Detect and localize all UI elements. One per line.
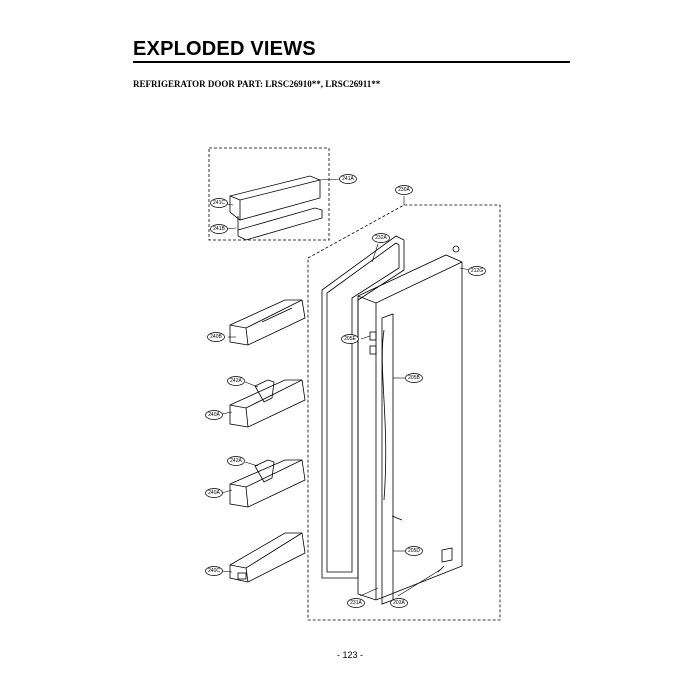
callout-label: 205E (344, 336, 356, 342)
callout-label: 203A (393, 600, 405, 606)
callout-bubble (210, 198, 228, 208)
callout-240b: 240B (207, 332, 225, 342)
callout-240a1: 240A (205, 410, 223, 420)
door-gasket (321, 235, 405, 579)
page-subtitle: REFRIGERATOR DOOR PART: LRSC26910**, LRS… (133, 79, 381, 89)
door-frame-outline (307, 204, 501, 621)
callout-bubble (341, 334, 359, 344)
callout-label: 241A (342, 176, 354, 182)
title-rule (133, 61, 570, 63)
callout-label: 240C (208, 568, 220, 574)
callout-label: 241B (213, 226, 225, 232)
callout-label: 241C (213, 200, 225, 206)
door-bin-240c (229, 532, 306, 583)
callout-bubble (227, 456, 245, 466)
inset-box (208, 147, 330, 241)
door-bin-top (229, 175, 323, 241)
callout-label: 205D (408, 548, 420, 554)
callout-242a1: 242A (227, 376, 245, 386)
door-panel (357, 245, 463, 605)
leader-lines (221, 178, 471, 597)
callout-bubble (390, 598, 408, 608)
callout-bubble (227, 376, 245, 386)
door-bin-240a-upper (229, 379, 306, 428)
callout-label: 240A (208, 490, 220, 496)
callout-bubble (339, 174, 357, 184)
page-number: - 123 - (336, 650, 363, 660)
callout-bubble (395, 185, 413, 195)
callout-label: 240B (210, 334, 222, 340)
callout-bubble (205, 566, 223, 576)
callout-240c: 240C (205, 566, 223, 576)
callout-241a: 241A (339, 174, 357, 184)
callout-label: 205B (408, 375, 420, 381)
callout-label: 231A (350, 600, 362, 606)
callout-230a: 230A (395, 185, 413, 195)
callout-bubble (205, 488, 223, 498)
callout-212g: 212G (468, 266, 486, 276)
callout-label: 242A (230, 458, 242, 464)
callout-232a: 232A (372, 233, 390, 243)
callout-231a: 231A (347, 598, 365, 608)
door-bin-240b (229, 299, 306, 346)
page-title: EXPLODED VIEWS (133, 38, 316, 60)
callout-203a: 203A (390, 598, 408, 608)
callout-bubble (207, 332, 225, 342)
callout-label: 230A (398, 187, 410, 193)
callout-bubble (372, 233, 390, 243)
callout-240a2: 240A (205, 488, 223, 498)
callout-205e: 205E (341, 334, 359, 344)
callout-label: 242A (230, 378, 242, 384)
callout-bubble (347, 598, 365, 608)
door-bin-240a-lower (229, 459, 306, 508)
callout-bubble (405, 546, 423, 556)
callout-label: 240A (208, 412, 220, 418)
callout-241c: 241C (210, 198, 228, 208)
callout-242a2: 242A (227, 456, 245, 466)
callout-bubble (210, 224, 228, 234)
callout-label: 212G (471, 268, 483, 274)
callout-bubble (405, 373, 423, 383)
callout-205d: 205D (405, 546, 423, 556)
callout-bubble (205, 410, 223, 420)
callout-205b: 205B (405, 373, 423, 383)
callout-label: 232A (375, 235, 387, 241)
callout-bubble (468, 266, 486, 276)
callout-241b: 241B (210, 224, 228, 234)
